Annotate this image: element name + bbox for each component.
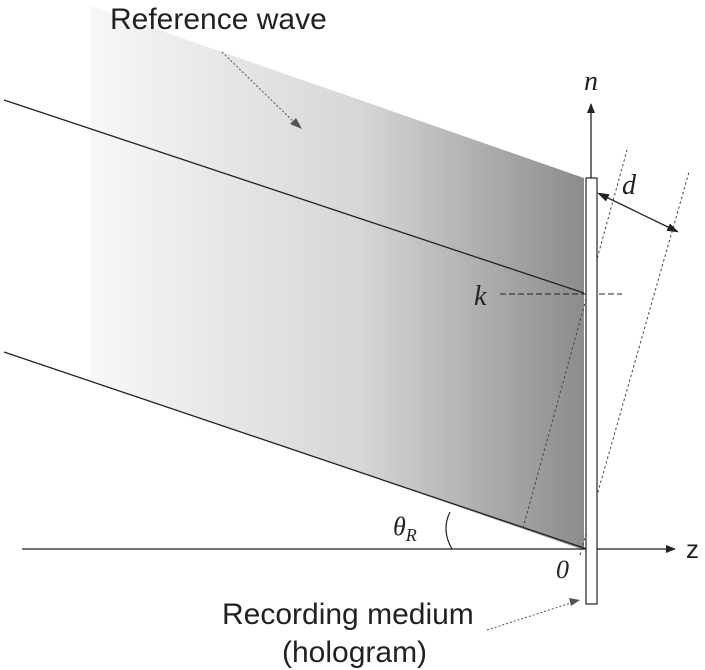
angle-symbol: θ	[393, 512, 406, 541]
recording-medium-leader	[486, 601, 575, 631]
recording-medium-label: Recording medium	[222, 598, 474, 631]
reference-wave-beam	[90, 6, 584, 550]
reference-wave-label: Reference wave	[110, 3, 327, 36]
hologram-label: (hologram)	[282, 636, 427, 669]
reference-ray-upper	[3, 99, 585, 294]
recording-medium-plate	[585, 177, 598, 605]
spacing-arrow	[597, 192, 679, 233]
wave-vector-label: k	[474, 281, 487, 312]
angle-subscript: R	[405, 525, 417, 545]
recording-medium-leader-head	[569, 598, 580, 606]
reference-wave-leader	[221, 51, 297, 125]
wavefront-line-2	[579, 171, 690, 556]
angle-arc	[445, 511, 453, 550]
spacing-label: d	[622, 170, 637, 201]
reference-ray-lower	[3, 351, 588, 550]
origin-label: 0	[556, 555, 569, 584]
normal-axis-label: n	[584, 66, 598, 97]
z-axis-label: z	[686, 534, 699, 564]
reference-wave-leader-head	[290, 118, 302, 129]
angle-label: θR	[393, 512, 417, 545]
